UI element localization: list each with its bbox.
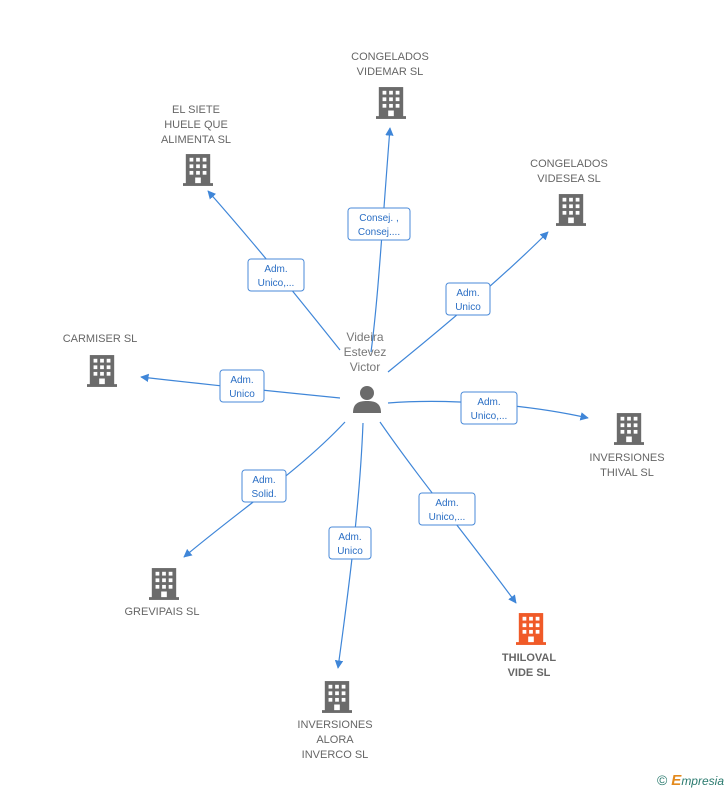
brand-name: mpresia: [681, 774, 724, 788]
edge-label-line: Adm.: [252, 475, 275, 486]
company-label-line: INVERSIONES: [589, 452, 664, 464]
brand-initial: E: [671, 772, 682, 789]
building-icon: [183, 154, 213, 186]
edge-label-box: [347, 207, 411, 241]
edge-label-line: Consej. ,: [359, 213, 398, 224]
edge-label-line: Adm.: [456, 288, 479, 299]
edge-label-box: [445, 282, 491, 316]
edge-label-line: Unico: [229, 389, 255, 400]
edge-label-grevipais[interactable]: Adm. Solid.: [241, 469, 287, 503]
company-node-grevipais[interactable]: GREVIPAIS SL: [125, 568, 200, 618]
company-label-line: THIVAL SL: [600, 467, 654, 479]
company-node-inversiones-thival[interactable]: INVERSIONES THIVAL SL: [589, 413, 665, 479]
company-label-line: VIDEMAR SL: [357, 66, 424, 78]
center-name-line: Estevez: [344, 345, 387, 359]
edge-label-inversiones-alora[interactable]: Adm. Unico: [328, 526, 372, 560]
copyright-symbol: ©: [656, 772, 668, 788]
company-label-line: CARMISER SL: [63, 333, 138, 345]
building-icon: [516, 613, 546, 645]
building-icon: [87, 355, 117, 387]
edge-label-line: Adm.: [435, 498, 458, 509]
edge-label-line: Adm.: [230, 375, 253, 386]
footer-brand: ©Empresia: [657, 772, 724, 789]
center-name-line: Victor: [350, 360, 380, 374]
edge-label-line: Unico,...: [471, 411, 508, 422]
company-node-el-siete[interactable]: EL SIETE HUELE QUE ALIMENTA SL: [161, 104, 231, 186]
center-person[interactable]: Videira Estevez Victor: [344, 330, 387, 413]
edge-label-box: [219, 369, 265, 403]
edge-label-congelados-videsea[interactable]: Adm. Unico: [445, 282, 491, 316]
edge-labels-layer: Consej. , Consej.... Adm. Unico,... Adm. Unic…: [219, 207, 518, 560]
edge-label-box: [241, 469, 287, 503]
edge-label-box: [328, 526, 372, 560]
company-label-line: INVERSIONES: [297, 719, 372, 731]
edge-label-line: Unico,...: [258, 278, 295, 289]
edge-line-congelados-videmar: [370, 127, 394, 353]
building-icon: [149, 568, 179, 600]
company-node-congelados-videsea[interactable]: CONGELADOS VIDESEA SL: [530, 158, 608, 226]
center-name-line: Videira: [346, 330, 383, 344]
edge-label-line: Unico,...: [429, 512, 466, 523]
building-icon: [614, 413, 644, 445]
person-icon: [353, 386, 381, 413]
company-node-congelados-videmar[interactable]: CONGELADOS VIDEMAR SL: [351, 51, 429, 119]
building-icon: [376, 87, 406, 119]
edge-label-box: [418, 492, 476, 526]
company-label-line: EL SIETE: [172, 104, 220, 116]
company-node-carmiser[interactable]: CARMISER SL: [63, 333, 138, 387]
company-label-line: VIDESEA SL: [537, 173, 601, 185]
company-label-line: GREVIPAIS SL: [125, 606, 200, 618]
company-label-line: HUELE QUE: [164, 119, 228, 131]
company-label-line: CONGELADOS: [530, 158, 608, 170]
company-node-inversiones-alora[interactable]: INVERSIONES ALORA INVERCO SL: [297, 681, 373, 761]
company-label-line: CONGELADOS: [351, 51, 429, 63]
company-label-line: INVERCO SL: [302, 749, 369, 761]
company-label-line: THILOVAL: [502, 652, 556, 664]
edge-label-line: Unico: [337, 546, 363, 557]
nodes-layer: CONGELADOS VIDEMAR SL EL SIETE HUELE QUE ALI…: [63, 51, 665, 761]
edge-label-line: Adm.: [264, 264, 287, 275]
edge-label-carmiser[interactable]: Adm. Unico: [219, 369, 265, 403]
edge-label-box: [247, 258, 305, 292]
edge-label-inversiones-thival[interactable]: Adm. Unico,...: [460, 391, 518, 425]
edge-label-line: Unico: [455, 302, 481, 313]
edge-label-thiloval-vide[interactable]: Adm. Unico,...: [418, 492, 476, 526]
building-icon: [322, 681, 352, 713]
edge-label-line: Adm.: [477, 397, 500, 408]
company-label-line: ALIMENTA SL: [161, 134, 231, 146]
edge-label-line: Consej....: [358, 227, 400, 238]
edge-label-box: [460, 391, 518, 425]
edge-label-line: Solid.: [251, 489, 276, 500]
edge-label-congelados-videmar[interactable]: Consej. , Consej....: [347, 207, 411, 241]
edge-label-el-siete[interactable]: Adm. Unico,...: [247, 258, 305, 292]
building-icon: [556, 194, 586, 226]
company-label-line: VIDE SL: [508, 667, 551, 679]
edge-label-line: Adm.: [338, 532, 361, 543]
company-label-line: ALORA: [316, 734, 354, 746]
company-node-thiloval-vide[interactable]: THILOVAL VIDE SL: [502, 613, 556, 679]
